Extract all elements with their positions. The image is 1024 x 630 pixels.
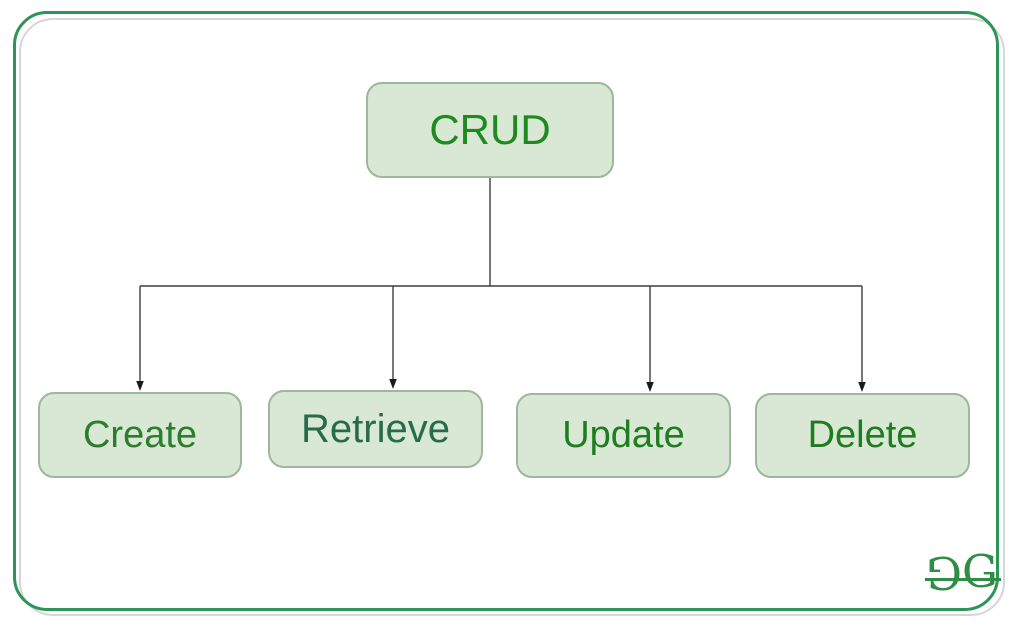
node-retrieve-label: Retrieve bbox=[301, 406, 450, 451]
geeksforgeeks-logo-icon: GG bbox=[925, 546, 1001, 599]
node-update-label: Update bbox=[562, 414, 685, 456]
node-update: Update bbox=[516, 393, 731, 478]
node-create: Create bbox=[38, 392, 242, 478]
outer-frame bbox=[13, 11, 999, 611]
logo-g: G bbox=[961, 545, 998, 598]
node-retrieve: Retrieve bbox=[268, 390, 483, 468]
logo-mirrored-g: G bbox=[928, 546, 962, 599]
arrowhead-create bbox=[136, 381, 144, 391]
node-crud-label: CRUD bbox=[429, 106, 551, 153]
outer-frame-shadow bbox=[19, 18, 1005, 616]
node-crud: CRUD bbox=[366, 82, 614, 178]
arrowhead-retrieve bbox=[389, 379, 397, 389]
arrowhead-delete bbox=[858, 382, 866, 392]
logo-strikethrough bbox=[925, 578, 1001, 581]
node-delete-label: Delete bbox=[807, 414, 918, 456]
node-create-label: Create bbox=[82, 413, 198, 456]
arrowhead-update bbox=[646, 382, 654, 392]
node-delete: Delete bbox=[755, 393, 970, 478]
